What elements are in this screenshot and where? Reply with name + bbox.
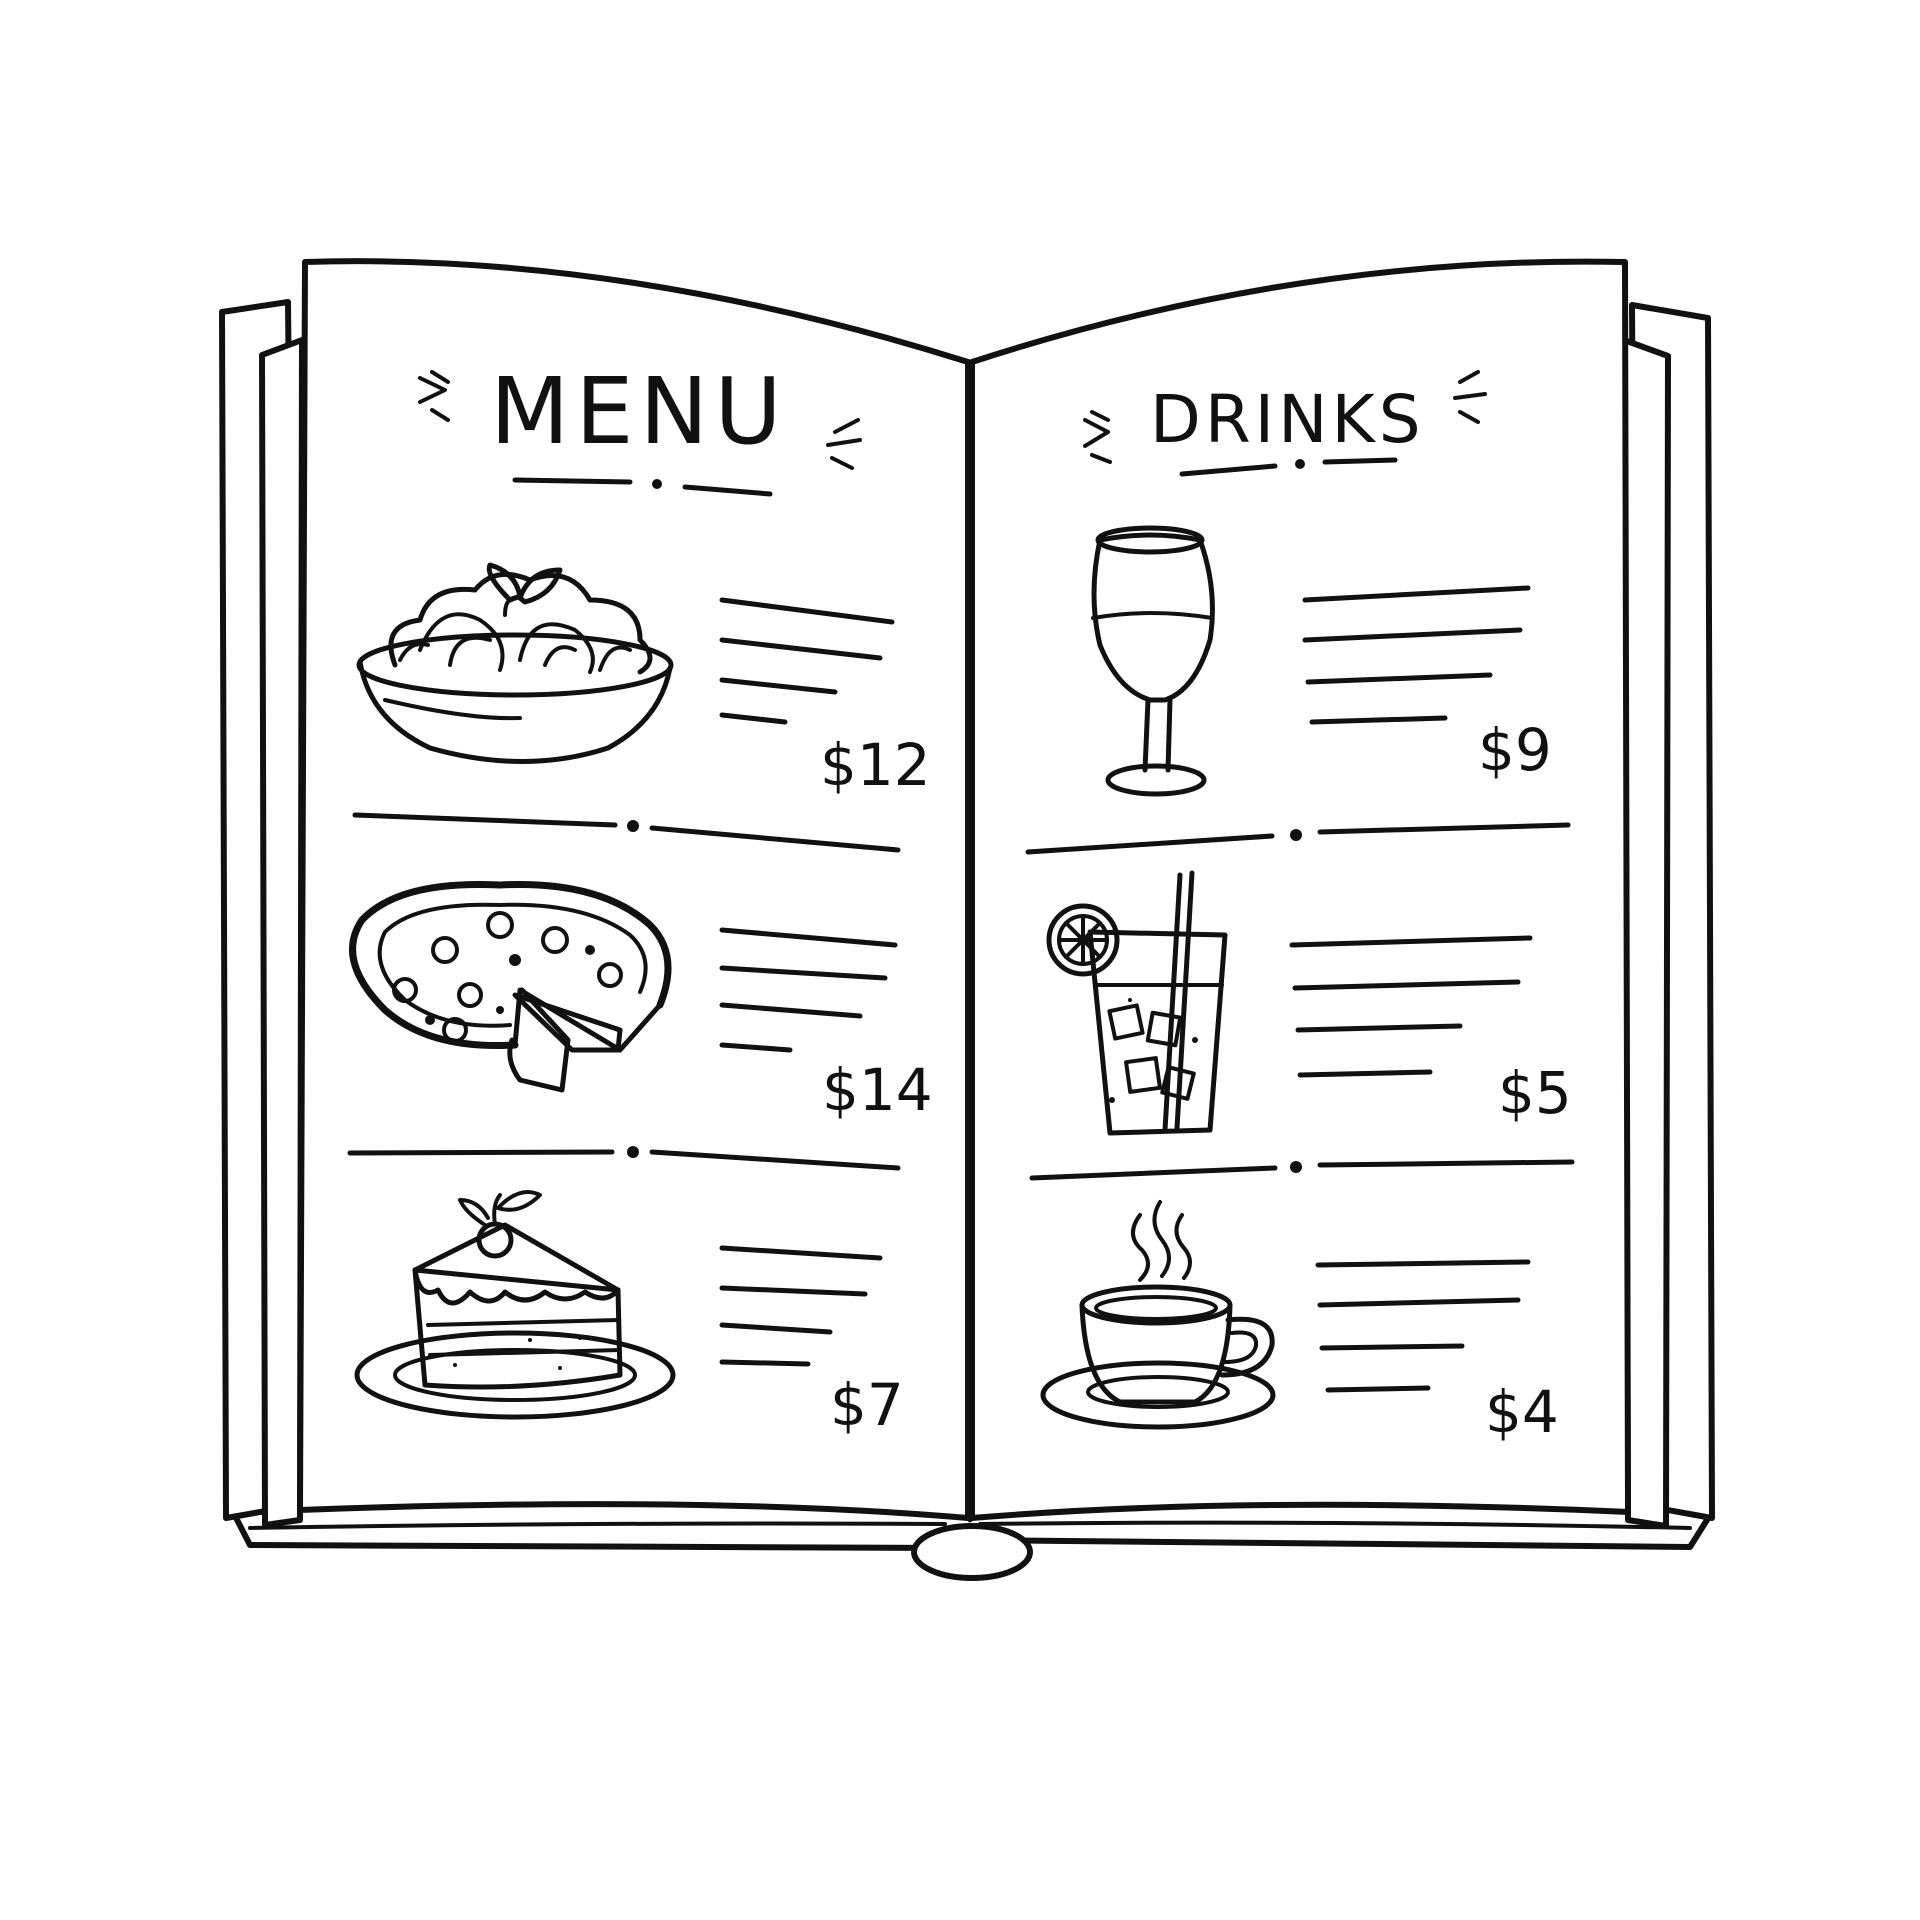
drinks-header: DRINKS bbox=[1083, 370, 1487, 477]
iced-drink-icon bbox=[1046, 870, 1228, 1136]
menu-title: MENU bbox=[490, 358, 788, 465]
cake-price: $7 bbox=[830, 1371, 904, 1439]
right-page bbox=[969, 258, 1631, 1521]
wine-price: $9 bbox=[1478, 716, 1552, 784]
drinks-divider bbox=[1029, 1159, 1575, 1181]
lemonade-price: $5 bbox=[1498, 1059, 1572, 1127]
pizza-description-lines bbox=[719, 927, 898, 1053]
spine-tab bbox=[911, 1523, 1033, 1581]
menu-divider bbox=[347, 1146, 901, 1171]
book-cover bbox=[219, 299, 1715, 1581]
menu-divider bbox=[352, 812, 901, 853]
drinks-title: DRINKS bbox=[1150, 381, 1425, 458]
wine-glass-icon bbox=[1091, 525, 1215, 797]
coffee-price: $4 bbox=[1485, 1378, 1559, 1446]
coffee-cup-icon bbox=[1040, 1200, 1276, 1430]
cake-slice-icon bbox=[354, 1190, 676, 1420]
pasta-description-lines bbox=[719, 597, 895, 725]
pizza-icon bbox=[349, 880, 672, 1093]
cake-description-lines bbox=[719, 1245, 883, 1367]
pizza-price: $14 bbox=[822, 1056, 933, 1124]
lemonade-description-lines bbox=[1289, 935, 1533, 1078]
drinks-divider bbox=[1025, 822, 1571, 855]
coffee-description-lines bbox=[1315, 1259, 1531, 1393]
pasta-price: $12 bbox=[820, 731, 931, 799]
menu-header: MENU bbox=[418, 358, 862, 497]
pasta-bowl-icon bbox=[356, 562, 674, 764]
wine-description-lines bbox=[1302, 585, 1531, 725]
